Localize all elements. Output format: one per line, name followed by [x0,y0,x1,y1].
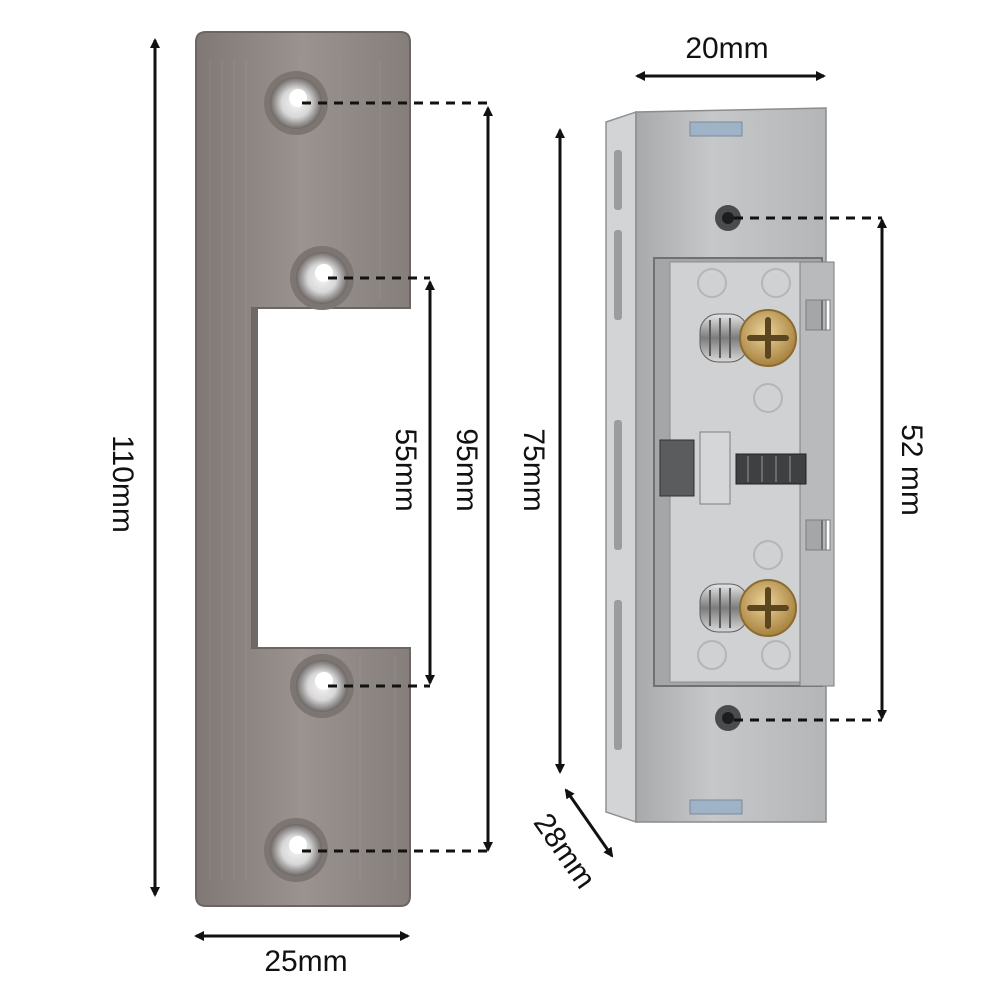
plate-hole-bottom [264,818,328,882]
phillips-cross-icon [747,317,789,359]
strike-plate [195,31,411,907]
plate-hole-lower [290,654,354,718]
label-body-top-width: 20mm [685,32,768,65]
label-body-height: 75mm [517,428,550,511]
dimension-lines [150,38,887,941]
latch-keeper [659,431,807,505]
plate-body [195,31,411,907]
body-side-lettering [614,150,622,750]
latch-rail [799,261,835,687]
body-hole-top [715,205,741,231]
label-plate-width: 25mm [264,945,347,978]
label-body-hole-spacing: 52 mm [895,424,928,516]
plate-brushed-texture [209,60,396,880]
plate-hole-upper [290,246,354,310]
adjust-screw-upper [699,309,797,367]
label-plate-height: 110mm [106,435,139,533]
leader-lines [302,101,882,853]
phillips-cross-icon [747,587,789,629]
body-bottom-clip [689,799,743,815]
label-inner-hole-spacing: 55mm [389,428,422,511]
body-top-clip [689,121,743,137]
mechanism-marks [697,268,791,670]
body-hole-bottom [715,705,741,731]
label-body-depth: 28mm [527,807,602,894]
adjust-screw-lower [699,579,797,637]
label-outer-hole-spacing: 95mm [450,428,483,511]
plate-hole-top [264,71,328,135]
plate-cutout-edge [252,308,258,648]
body-depth-line [564,788,614,858]
strike-body [605,107,835,824]
